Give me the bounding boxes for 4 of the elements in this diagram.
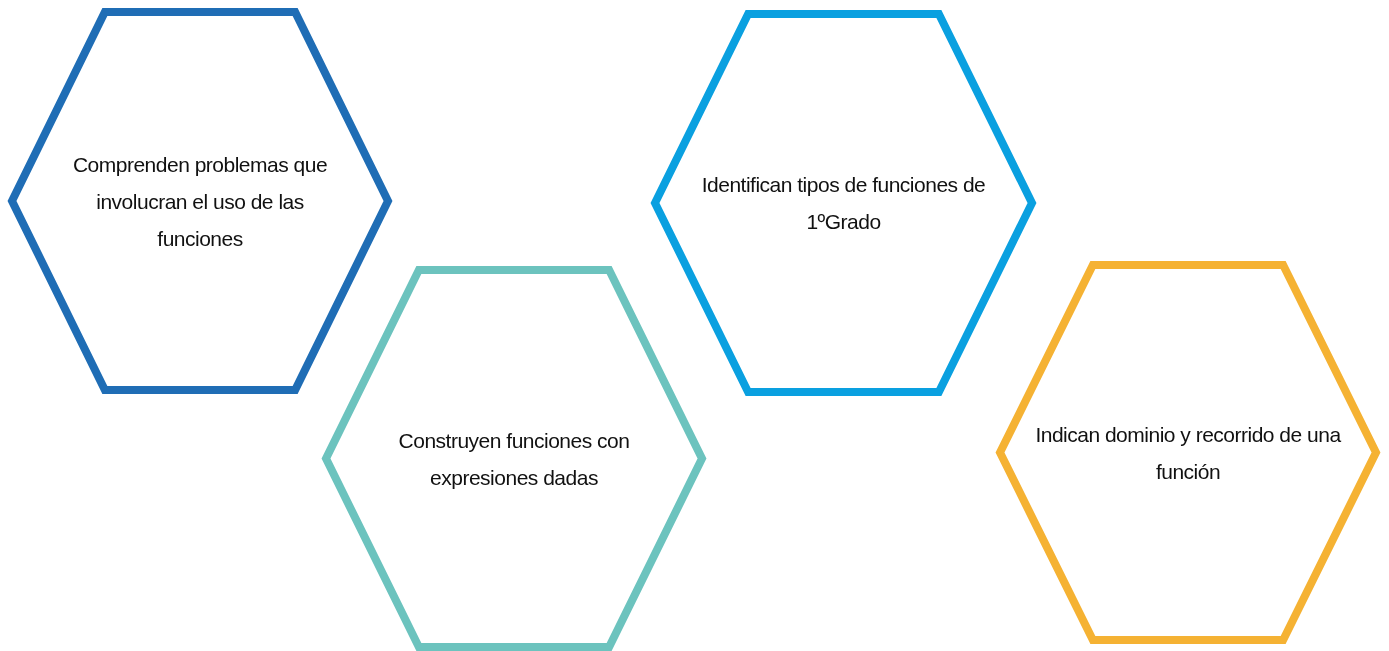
hexagon-text: Identifican tipos de funciones de 1ºGrado [700, 172, 987, 235]
hexagon-text: Comprenden problemas que involucran el uso de las funciones [71, 151, 329, 252]
hexagon-text: Construyen funciones con expresiones dadas [397, 427, 631, 491]
hexagon-text: Indican dominio y recorrido de una función [1034, 421, 1342, 485]
